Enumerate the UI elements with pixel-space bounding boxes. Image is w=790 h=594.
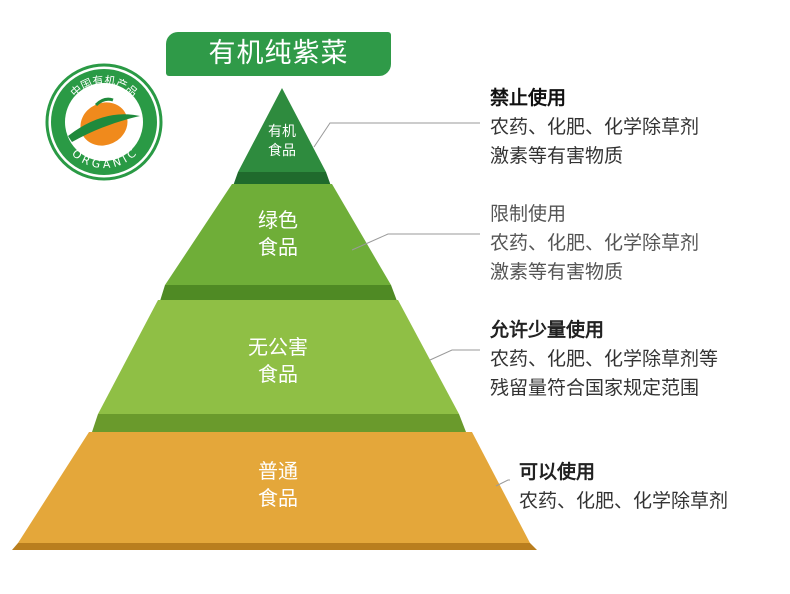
note-heading: 禁止使用 xyxy=(490,87,567,109)
note-line: 农药、化肥、化学除草剂 xyxy=(490,232,700,254)
note-line: 农药、化肥、化学除草剂 xyxy=(490,116,700,138)
tier-label-ordinary: 普通 食品 xyxy=(228,458,328,512)
tier-label-text: 有机 食品 xyxy=(268,124,296,159)
tier-label-text: 绿色 食品 xyxy=(258,208,298,259)
organic-logo xyxy=(45,63,163,181)
note-line: 激素等有害物质 xyxy=(490,145,624,167)
tier-organic xyxy=(233,88,331,186)
page-title-banner: 有机纯紫菜 xyxy=(166,32,391,76)
tier-label-pollution-free: 无公害 食品 xyxy=(218,334,338,388)
tier-label-organic: 有机 食品 xyxy=(252,123,312,161)
note-line: 残留量符合国家规定范围 xyxy=(490,377,700,399)
tier-label-text: 普通 食品 xyxy=(258,459,298,510)
note-heading: 限制使用 xyxy=(490,203,567,225)
note-heading: 允许少量使用 xyxy=(490,319,605,341)
leader-lines xyxy=(313,122,510,487)
note-line: 激素等有害物质 xyxy=(490,261,624,283)
tier-green xyxy=(160,184,397,301)
tier-label-text: 无公害 食品 xyxy=(248,335,308,386)
note-restricted: 限制使用 农药、化肥、化学除草剂 激素等有害物质 xyxy=(490,200,699,287)
note-limited: 允许少量使用 农药、化肥、化学除草剂等 残留量符合国家规定范围 xyxy=(490,316,718,403)
tier-label-green: 绿色 食品 xyxy=(228,207,328,261)
tier-pollution-free xyxy=(92,300,466,432)
note-allowed: 可以使用 农药、化肥、化学除草剂 xyxy=(519,458,728,516)
note-line: 农药、化肥、化学除草剂 xyxy=(519,490,729,512)
note-line: 农药、化肥、化学除草剂等 xyxy=(490,348,719,370)
tier-ordinary xyxy=(12,432,537,550)
note-heading: 可以使用 xyxy=(519,461,596,483)
note-prohibited: 禁止使用 农药、化肥、化学除草剂 激素等有害物质 xyxy=(490,84,699,171)
